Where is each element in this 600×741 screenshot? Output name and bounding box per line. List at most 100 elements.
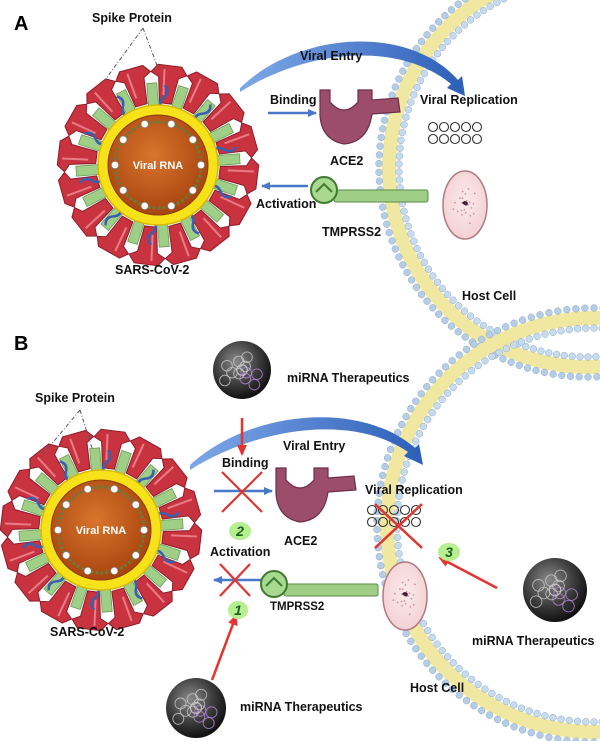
spike-head	[128, 225, 166, 267]
spike-head	[58, 429, 95, 473]
lipid-head	[584, 373, 592, 381]
spike-protein	[133, 574, 173, 617]
spike-protein	[71, 197, 114, 237]
lipid-head	[515, 361, 523, 370]
membrane-protein	[100, 589, 113, 613]
lipid-head	[429, 304, 437, 312]
activation-label-b: Activation	[210, 545, 270, 559]
lipid-head	[429, 666, 437, 674]
lipid-head	[449, 383, 457, 391]
step-badge-3: 3	[438, 543, 460, 561]
nucleocapsid-bead	[62, 500, 71, 509]
host-cell-label-b: Host Cell	[410, 681, 464, 695]
nanoparticle-vesicle	[562, 599, 575, 613]
binding-block-cross	[221, 471, 263, 513]
lipid-head	[576, 353, 584, 361]
chromatin-dot	[464, 193, 467, 195]
lipid-head	[462, 345, 471, 354]
lipid-head	[407, 230, 415, 238]
lipid-head	[477, 335, 486, 344]
lipid-head	[477, 706, 486, 715]
lipid-head	[493, 0, 501, 7]
chromatin-dot	[461, 197, 464, 200]
lipid-head	[375, 168, 383, 177]
lipid-head	[420, 69, 428, 78]
lipid-head	[395, 550, 403, 558]
chromatin-dot	[410, 598, 413, 600]
lipid-head	[540, 368, 549, 377]
membrane-protein	[75, 164, 99, 177]
lipid-head	[565, 716, 573, 725]
spike-highlight	[71, 121, 96, 135]
nucleocapsid-bead	[83, 567, 92, 575]
lipid-head	[377, 562, 385, 570]
lipid-head	[495, 693, 503, 702]
lipid-head	[410, 91, 418, 99]
lipid-head	[541, 330, 549, 338]
nucleocapsid-bead	[140, 526, 148, 534]
chromatin-dot	[470, 207, 473, 209]
nanoparticle-vesicle	[552, 579, 565, 593]
nucleocapsid-bead	[111, 161, 119, 169]
panel-a: A Viral RNA Spike Protein Viral Entry Bi…	[14, 0, 600, 381]
lipid-head	[557, 327, 565, 335]
spike-head	[202, 93, 245, 133]
spike-head	[93, 428, 131, 470]
chromatin-dot	[401, 604, 403, 607]
lipid-head	[510, 701, 518, 709]
lipid-head	[460, 307, 469, 315]
nucleocapsid-bead	[131, 551, 140, 560]
lipid-head	[563, 736, 571, 741]
lipid-head	[454, 0, 462, 8]
mirna-arrow-bottom	[210, 614, 238, 681]
lipid-head	[572, 305, 580, 313]
lipid-head	[493, 326, 502, 335]
viral-core	[107, 114, 209, 216]
spike-protein	[150, 63, 188, 105]
host-cell-label-a: Host Cell	[462, 289, 516, 303]
lipid-head	[455, 377, 463, 386]
viral-replication-particles-b	[366, 504, 422, 528]
nucleolus	[462, 201, 468, 206]
chromatin-dot	[413, 583, 416, 586]
spike-highlight	[178, 231, 190, 257]
lipid-head	[488, 352, 496, 361]
spike-highlight	[66, 185, 92, 197]
lipid-head	[433, 50, 442, 58]
mirna-therapeutics-label-right: miRNA Therapeutics	[472, 634, 595, 648]
spike-protein	[57, 171, 101, 208]
lipid-head	[502, 344, 511, 353]
replicated-virion	[460, 133, 472, 145]
spike-protein	[56, 135, 98, 173]
spike-head	[39, 580, 77, 624]
lipid-head	[402, 113, 410, 121]
lipid-head	[388, 237, 396, 245]
lipid-head	[533, 332, 541, 341]
lipid-head	[558, 371, 566, 380]
tmprss2-label-a: TMPRSS2	[322, 225, 381, 239]
spike-protein	[71, 590, 109, 632]
lipid-head	[470, 702, 478, 710]
lipid-head	[485, 331, 494, 339]
m-protein-rod	[89, 447, 102, 471]
spike-protein	[14, 562, 57, 602]
lipid-head	[592, 353, 600, 361]
lipid-head	[563, 306, 571, 314]
lipid-head	[447, 322, 456, 330]
lipid-head	[413, 83, 421, 92]
sars-cov-2-label-a: SARS-CoV-2	[115, 263, 189, 277]
nanoparticle-vesicle	[190, 702, 202, 714]
lipid-head	[375, 177, 384, 185]
binding-label-a: Binding	[270, 93, 317, 107]
chromatin-dot	[472, 203, 475, 205]
lipid-head	[393, 533, 402, 542]
spike-highlight	[105, 434, 109, 461]
lipid-head	[396, 484, 405, 492]
chromatin-dot	[461, 213, 463, 216]
lipid-head	[394, 541, 402, 550]
spike-protein-pointer-a	[104, 27, 159, 81]
nucleocapsid-bead	[110, 567, 119, 575]
spike-head	[125, 436, 163, 480]
lipid-head	[417, 390, 425, 398]
spike-protein	[145, 458, 188, 498]
